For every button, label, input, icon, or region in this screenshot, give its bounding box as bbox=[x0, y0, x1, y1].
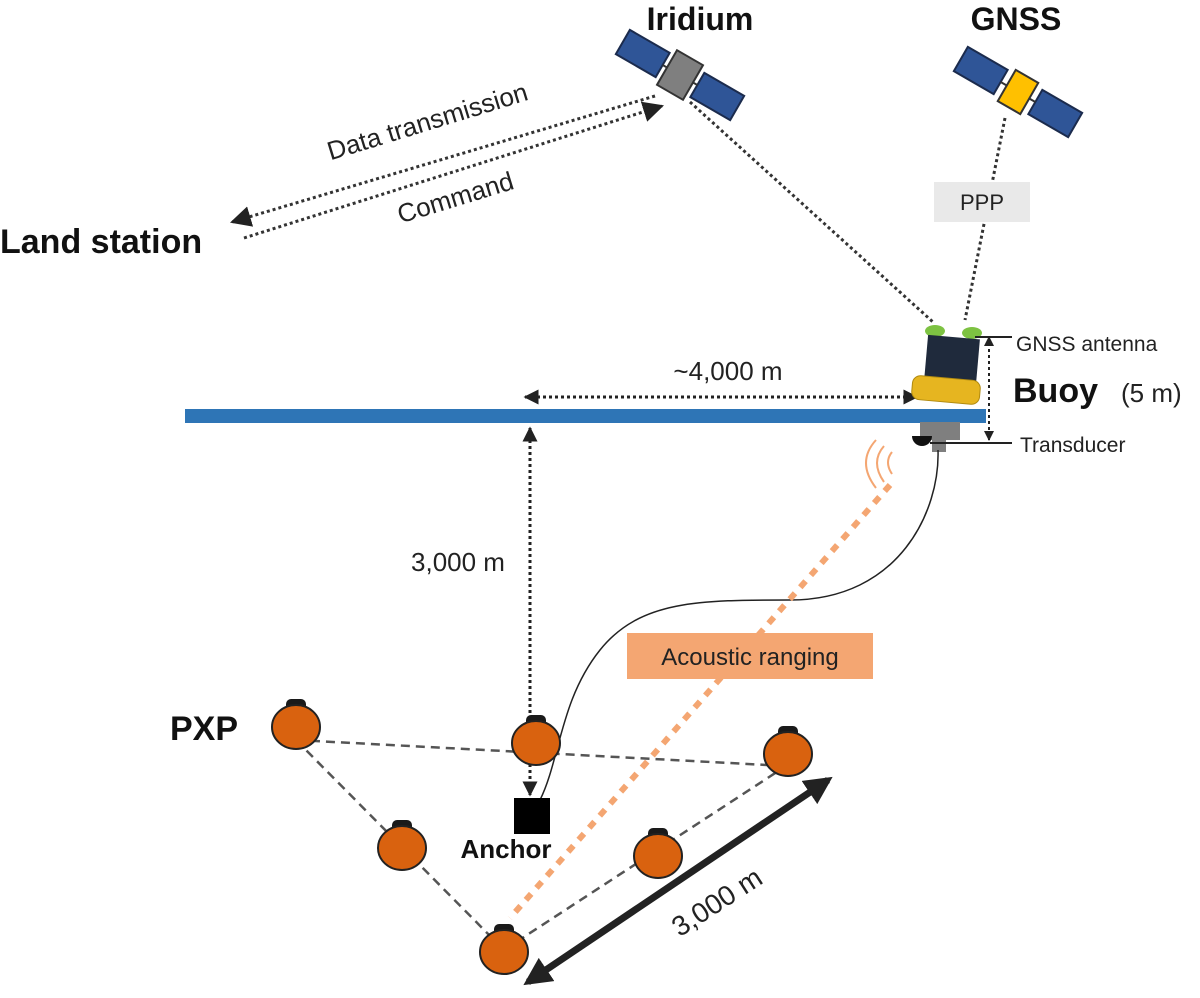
pxp-unit-icon bbox=[633, 828, 683, 879]
depth-label: 3,000 m bbox=[411, 547, 505, 577]
iridium-label: Iridium bbox=[647, 1, 754, 37]
pxp-label: PXP bbox=[170, 710, 238, 748]
acoustic-ranging-label: Acoustic ranging bbox=[661, 644, 838, 671]
buoy-size-label: (5 m) bbox=[1121, 378, 1182, 408]
land-station-label: Land station bbox=[0, 223, 202, 261]
iridium-satellite-icon bbox=[614, 28, 746, 122]
gnss-label: GNSS bbox=[971, 1, 1062, 37]
transducer-label: Transducer bbox=[1020, 434, 1125, 457]
data-transmission-arrow bbox=[229, 94, 656, 227]
pxp-unit-icon bbox=[377, 820, 427, 871]
gnss-antenna-label: GNSS antenna bbox=[1016, 333, 1158, 356]
sea-surface bbox=[185, 409, 986, 423]
array-size-arrow bbox=[523, 776, 833, 986]
ppp-label: PPP bbox=[960, 190, 1004, 215]
command-label: Command bbox=[394, 166, 517, 230]
iridium-buoy-link bbox=[688, 100, 935, 324]
horizontal-distance-label: ~4,000 m bbox=[673, 356, 782, 386]
command-arrow bbox=[243, 101, 665, 240]
ppp-box bbox=[934, 182, 1030, 222]
pxp-unit-icon bbox=[763, 726, 813, 777]
buoy-icon bbox=[911, 325, 982, 452]
sound-wave-icon bbox=[865, 439, 893, 489]
anchor-label: Anchor bbox=[461, 834, 552, 864]
anchor-icon bbox=[514, 798, 550, 834]
mooring-cable bbox=[539, 449, 939, 801]
pxp-unit-icon bbox=[511, 715, 561, 766]
acoustic-ranging-box bbox=[627, 633, 873, 679]
gnss-satellite-icon bbox=[952, 45, 1084, 139]
array-size-label: 3,000 m bbox=[666, 861, 768, 942]
pxp-unit-icon bbox=[271, 699, 321, 750]
acoustic-ranging-path bbox=[507, 483, 893, 920]
data-transmission-label: Data transmission bbox=[323, 77, 531, 167]
buoy-label: Buoy bbox=[1013, 372, 1098, 410]
